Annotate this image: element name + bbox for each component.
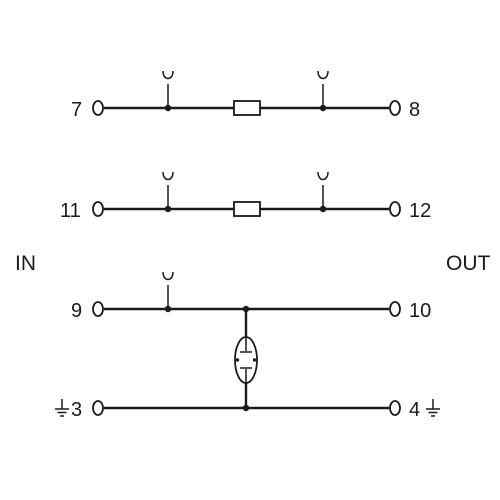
ground-icon	[426, 399, 440, 417]
test-point-icon	[162, 70, 174, 112]
terminal-label-9: 9	[71, 300, 82, 322]
terminal-label-3: 3	[71, 399, 82, 421]
output-side-label: OUT	[446, 252, 491, 275]
line-3-4: 3 4	[55, 399, 440, 421]
terminal-7	[92, 100, 104, 116]
terminal-label-8: 8	[409, 99, 420, 121]
terminal-3	[92, 400, 104, 416]
terminal-label-10: 10	[409, 300, 431, 322]
junction-node	[242, 404, 250, 412]
line-9-10: 9 10	[71, 271, 431, 322]
terminal-8	[389, 100, 401, 116]
fuse-element	[233, 100, 261, 116]
test-point-icon	[317, 70, 329, 112]
terminal-label-12: 12	[409, 200, 431, 222]
input-side-label: IN	[15, 252, 36, 275]
terminal-11	[92, 201, 104, 217]
fuse-element	[233, 201, 261, 217]
terminal-12	[389, 201, 401, 217]
line-7-8: 7 8	[71, 70, 420, 121]
terminal-label-11: 11	[60, 200, 81, 222]
terminal-label-4: 4	[409, 399, 420, 421]
test-point-icon	[317, 171, 329, 213]
gas-discharge-tube-icon	[234, 309, 258, 408]
terminal-label-7: 7	[71, 99, 82, 121]
test-point-icon	[162, 171, 174, 213]
terminal-4	[389, 400, 401, 416]
terminal-10	[389, 301, 401, 317]
ground-icon	[55, 399, 69, 417]
line-11-12: 11 12	[60, 171, 431, 222]
terminal-9	[92, 301, 104, 317]
test-point-icon	[162, 271, 174, 313]
